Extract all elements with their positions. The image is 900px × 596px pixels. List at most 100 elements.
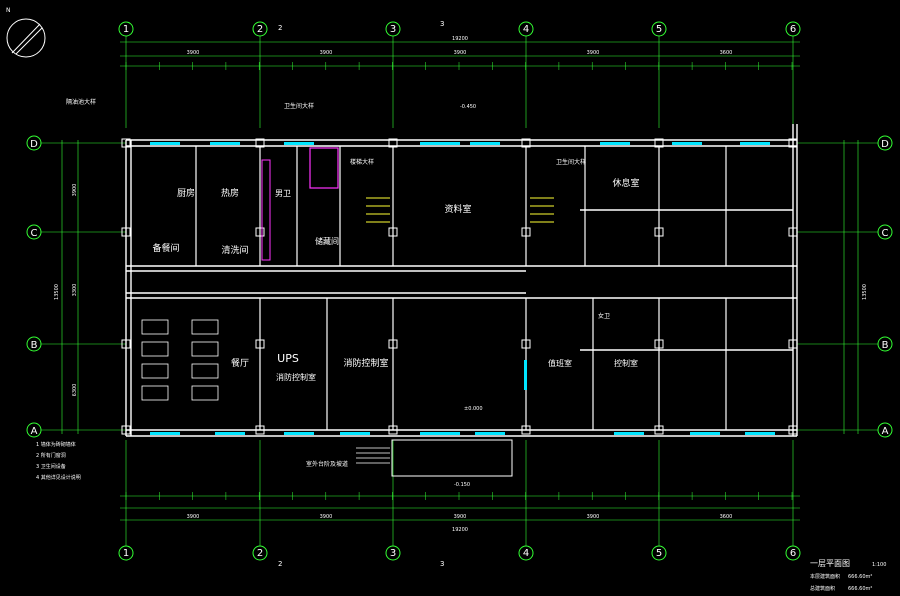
dim-left-seg-1: 3900: [72, 184, 78, 197]
window-segment: [210, 142, 240, 145]
dim-total-top: 19200: [452, 36, 468, 42]
windows: [150, 142, 775, 435]
dim-total-bottom: 19200: [452, 527, 468, 533]
sub-mark-top-2: 2: [278, 24, 282, 32]
restroom-fixture: [309, 147, 339, 189]
dim-left-seg-3: 6300: [72, 384, 78, 397]
structural-column: [121, 425, 131, 435]
window-segment: [524, 360, 527, 390]
structural-column: [788, 339, 798, 349]
room-ups: UPS: [277, 352, 299, 365]
column-axis-bottom: [118, 440, 801, 561]
dim-top-seg-3: 3900: [454, 50, 467, 56]
room-cooking: 热房: [221, 187, 239, 199]
col-label-6-top: 6: [790, 24, 796, 35]
window-segment: [150, 432, 180, 435]
structural-column: [654, 425, 664, 435]
window-segment: [420, 432, 460, 435]
sub-mark-bottom-3: 3: [440, 560, 444, 568]
row-axis-right: [797, 135, 893, 438]
room-lounge: 休息室: [612, 177, 639, 189]
col-label-5-top: 5: [656, 24, 662, 35]
dining-table: [141, 319, 169, 335]
row-axis-left: [26, 135, 126, 438]
dim-bottom-seg-5: 3600: [720, 514, 733, 520]
col-label-5-bottom: 5: [656, 548, 662, 559]
window-segment: [470, 142, 500, 145]
column-axis-top: [118, 21, 801, 128]
dim-bottom-seg-2: 3900: [320, 514, 333, 520]
sub-mark-top-3: 3: [440, 20, 444, 28]
structural-column: [255, 425, 265, 435]
dining-table: [191, 319, 219, 335]
structural-column: [388, 227, 398, 237]
legend-2: 2 所有门窗洞: [36, 452, 66, 459]
col-label-4-bottom: 4: [523, 548, 529, 559]
window-segment: [284, 432, 314, 435]
structural-column: [121, 138, 131, 148]
dim-bottom-seg-1: 3900: [187, 514, 200, 520]
urinal-row: [261, 159, 271, 261]
structural-column: [654, 227, 664, 237]
dining-table: [141, 385, 169, 401]
note-top-mid: 卫生间大样: [284, 102, 314, 110]
north-label: N: [6, 7, 11, 14]
legend-4: 4 其他详见设计说明: [36, 474, 81, 481]
window-segment: [150, 142, 180, 145]
dim-bottom-seg-4: 3900: [587, 514, 600, 520]
room-office2: 控制室: [614, 358, 638, 368]
area-value-2: 666.60m²: [848, 586, 872, 592]
dim-top-seg-5: 3600: [720, 50, 733, 56]
room-storage: 备餐间: [152, 242, 179, 254]
structural-column: [521, 138, 531, 148]
dim-right-total: 13500: [862, 284, 868, 300]
note-entrance: 室外台阶及坡道: [306, 460, 348, 468]
window-segment: [614, 432, 644, 435]
row-label-C-left: C: [31, 228, 38, 239]
structural-column: [255, 339, 265, 349]
north-arrow-icon: [6, 18, 46, 58]
row-label-A-right: A: [882, 426, 889, 437]
structural-column: [521, 425, 531, 435]
dim-bottom-seg-3: 3900: [454, 514, 467, 520]
room-kitchen: 厨房: [177, 187, 195, 199]
sub-mark-bottom-2: 2: [278, 560, 282, 568]
dim-left-total: 13500: [54, 284, 60, 300]
row-label-C-right: C: [882, 228, 889, 239]
col-label-2-bottom: 2: [257, 548, 263, 559]
legend-3: 3 卫生间设备: [36, 463, 66, 470]
row-label-B-left: B: [31, 340, 38, 351]
entrance-platform: [391, 439, 513, 477]
room-ups-sub: 消防控制室: [276, 372, 316, 382]
elev-1: ±0.000: [464, 406, 483, 412]
structural-column: [788, 227, 798, 237]
structural-column: [654, 339, 664, 349]
col-label-3-top: 3: [390, 24, 396, 35]
row-label-D-right: D: [881, 139, 889, 150]
structural-column: [521, 227, 531, 237]
window-segment: [690, 432, 720, 435]
dining-table: [191, 363, 219, 379]
elev-3: -0.450: [460, 104, 476, 110]
structural-column: [121, 339, 131, 349]
window-segment: [745, 432, 775, 435]
window-segment: [600, 142, 630, 145]
legend-1: 1 墙体为砖砌墙体: [36, 441, 76, 448]
dim-top-seg-2: 3900: [320, 50, 333, 56]
window-segment: [475, 432, 505, 435]
col-label-6-bottom: 6: [790, 548, 796, 559]
room-archive: 资料室: [444, 203, 471, 215]
dining-table: [191, 385, 219, 401]
col-label-4-top: 4: [523, 24, 529, 35]
room-lobby-cafe: 餐厅: [231, 357, 249, 369]
dim-left-seg-2: 3300: [72, 284, 78, 297]
fixtures: [141, 147, 554, 477]
col-label-3-bottom: 3: [390, 548, 396, 559]
row-label-A-left: A: [31, 426, 38, 437]
window-segment: [340, 432, 370, 435]
room-washroom: 清洗间: [221, 244, 248, 256]
note-top-left: 隔油池大样: [66, 98, 96, 106]
col-label-1-top: 1: [123, 24, 129, 35]
col-label-2-top: 2: [257, 24, 263, 35]
